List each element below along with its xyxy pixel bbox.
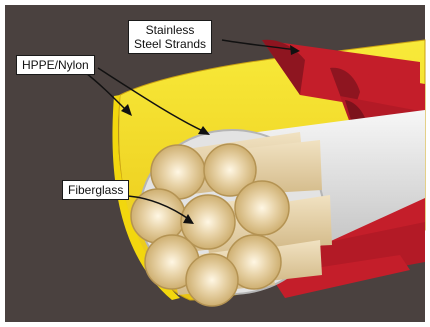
label-hppe-nylon: HPPE/Nylon — [16, 55, 95, 75]
label-stainless-line-1: Stainless — [134, 23, 206, 37]
label-stainless-steel-strands: Stainless Steel Strands — [128, 20, 212, 54]
label-stainless-line-2: Steel Strands — [134, 37, 206, 51]
label-fiberglass: Fiberglass — [62, 180, 129, 200]
